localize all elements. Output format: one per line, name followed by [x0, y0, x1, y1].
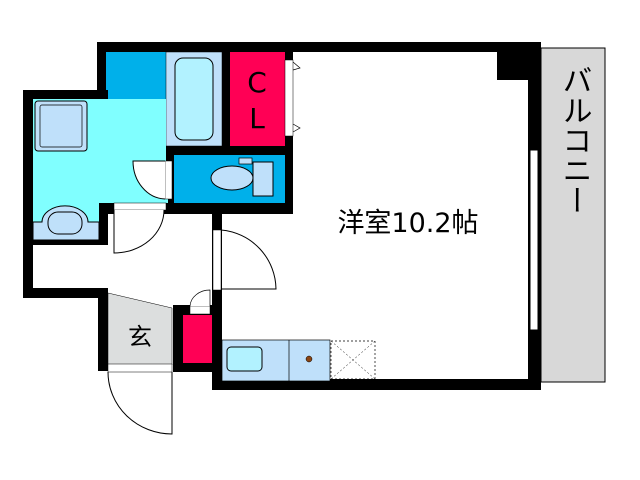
front-door	[107, 363, 173, 373]
wall-corridor-bottom	[23, 288, 108, 298]
shoe-box-door	[189, 305, 211, 315]
closet-door	[284, 59, 294, 137]
toilet-door-swing	[132, 160, 166, 200]
room-door-swing	[220, 229, 277, 290]
washroom-door-swing	[113, 209, 165, 254]
kitchen-sink	[226, 346, 263, 372]
closet	[230, 52, 285, 146]
toilet-bowl	[210, 165, 254, 191]
balcony	[540, 47, 606, 383]
window-right	[529, 149, 539, 331]
room-door-opening	[212, 229, 222, 291]
shoe-box-door-swing	[189, 289, 211, 307]
toilet-tank-lid	[238, 157, 253, 165]
closet-label-l: L	[249, 102, 265, 135]
faucet	[305, 355, 313, 363]
shoe-box	[183, 315, 212, 363]
wash-basin-bowl	[47, 211, 83, 235]
toilet-door	[164, 160, 173, 200]
pillar	[497, 52, 528, 80]
washing-machine-inner	[39, 104, 83, 148]
wall-bottom	[212, 379, 541, 390]
front-door-swing	[107, 371, 173, 435]
entrance-wall-left	[98, 288, 108, 371]
wall-corridor-left	[23, 240, 33, 298]
wall-room-left	[212, 210, 222, 390]
closet-door-mark	[292, 61, 301, 133]
toilet-tank	[252, 161, 274, 197]
wall-top	[97, 42, 541, 52]
stove-space	[330, 340, 376, 380]
balcony-label: バルコニー	[557, 65, 592, 215]
room-label: 洋室10.2帖	[337, 208, 478, 239]
bathtub	[174, 57, 214, 141]
closet-label-c: C	[247, 66, 267, 99]
entrance-label: 玄	[128, 323, 152, 351]
stove-cross	[330, 340, 376, 380]
washroom-door	[113, 202, 167, 211]
